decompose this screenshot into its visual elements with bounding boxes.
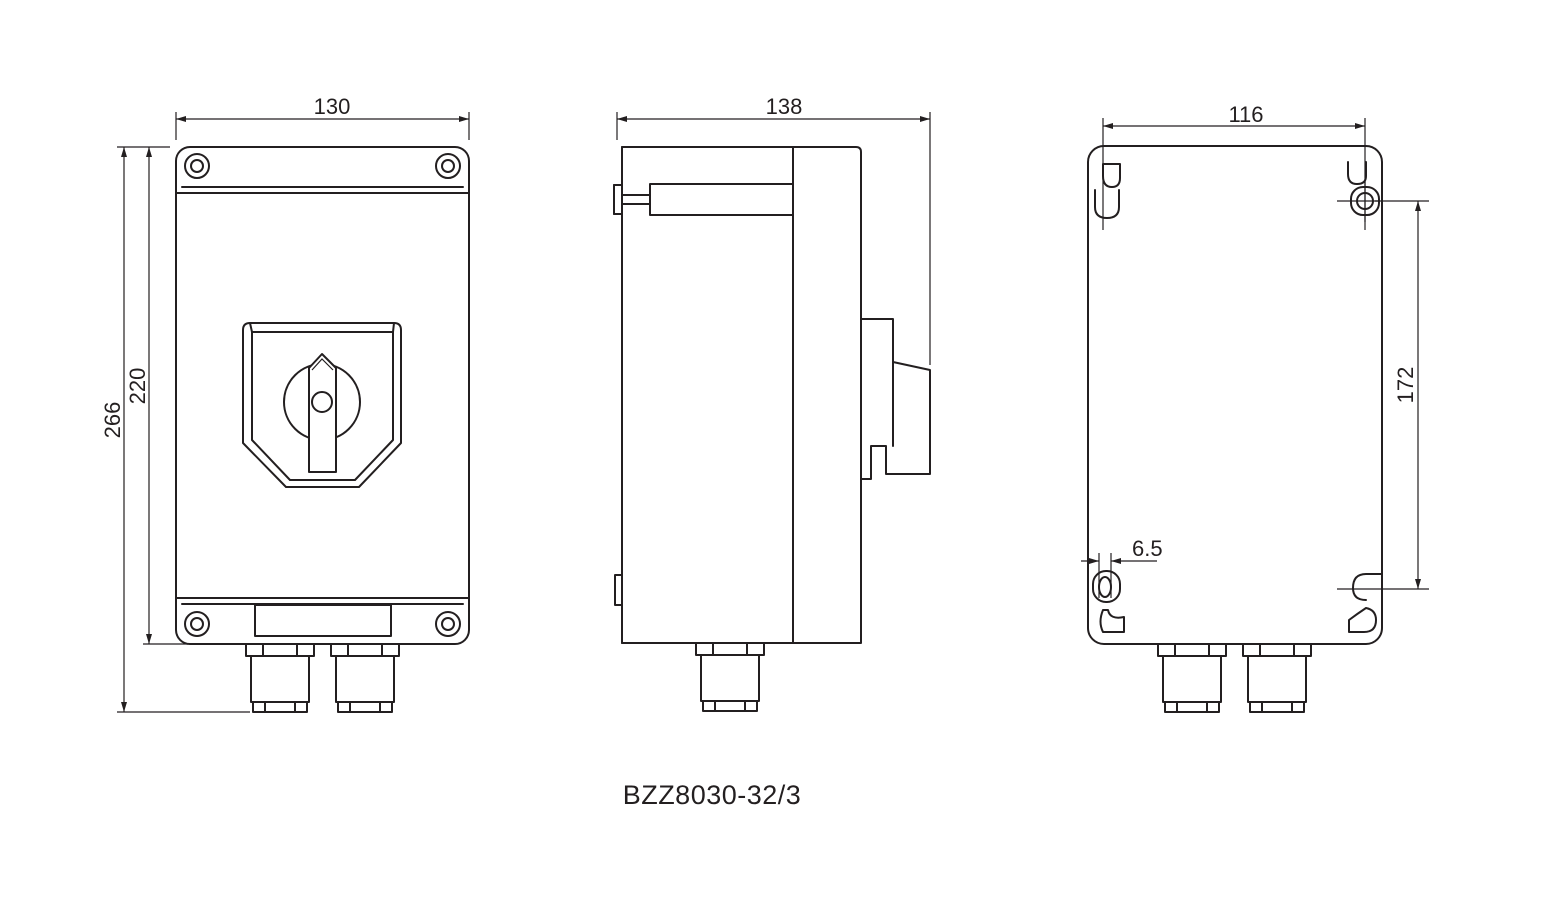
dimension-depth: 138 [616, 94, 931, 365]
dimension-label: 220 [125, 368, 150, 405]
label-plate [254, 604, 392, 637]
model-caption: BZZ8030-32/3 [623, 780, 802, 810]
side-view: 138 [613, 94, 931, 712]
front-view: 130 266 220 [100, 94, 470, 713]
rear-view: 116 172 6.5 [1081, 102, 1429, 713]
screw-icon [435, 611, 461, 637]
screw-icon [184, 611, 210, 637]
screw-icon [435, 153, 461, 179]
cable-gland-icon [245, 643, 315, 713]
dimension-body-height: 220 [125, 147, 188, 645]
dimension-label: 172 [1393, 367, 1418, 404]
dimension-label: 130 [314, 94, 351, 119]
switch-guard [242, 322, 402, 488]
mounting-slot-icon [1337, 161, 1380, 222]
side-enclosure [621, 146, 862, 644]
rear-enclosure [1087, 145, 1383, 645]
hinge-bar [649, 183, 794, 216]
mounting-slot-icon [1348, 573, 1383, 633]
cable-gland-icon [1242, 643, 1312, 713]
cable-gland-icon [1157, 643, 1227, 713]
mounting-slot-icon [1092, 570, 1125, 633]
dimension-label: 266 [100, 402, 125, 439]
dimension-overall-height: 266 [100, 146, 250, 713]
dimension-label: 138 [766, 94, 803, 119]
cable-gland-icon [695, 642, 765, 712]
side-knob-profile [860, 318, 931, 480]
knob-handle-icon [308, 353, 337, 473]
dimension-mount-height: 172 [1337, 200, 1429, 590]
dimension-mount-width: 116 [1102, 102, 1366, 230]
dimension-slot-width: 6.5 [1081, 536, 1163, 598]
dimension-label: 6.5 [1132, 536, 1163, 561]
front-enclosure [175, 146, 470, 645]
mounting-slot-icon [1094, 163, 1121, 219]
screw-icon [184, 153, 210, 179]
dimension-label: 116 [1228, 102, 1263, 127]
dimension-width: 130 [175, 94, 470, 140]
cable-gland-icon [330, 643, 400, 713]
